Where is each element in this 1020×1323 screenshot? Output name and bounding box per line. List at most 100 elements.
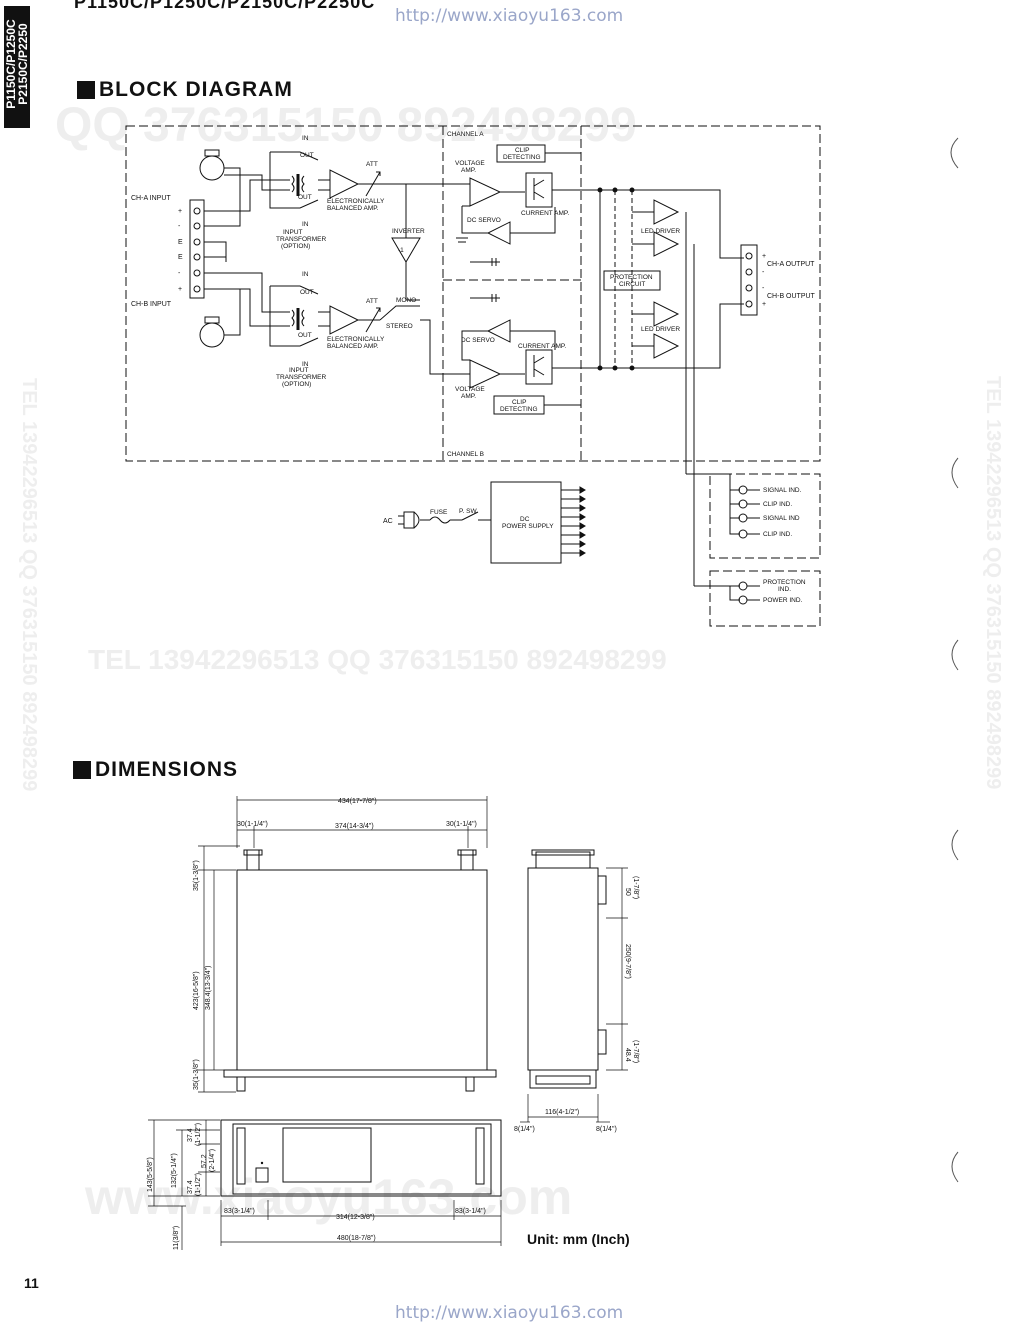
label-dc: DC	[520, 516, 530, 523]
label-clip-b-2: DETECTING	[500, 406, 538, 413]
label-e-b: E	[178, 254, 183, 261]
fuse-icon	[429, 516, 451, 524]
dim-30-right: 30(1-1/4")	[446, 821, 477, 828]
url-top-link[interactable]: http://www.xiaoyu163.com	[395, 6, 624, 26]
top-view-handle-left	[246, 849, 260, 871]
heading-square-icon	[73, 761, 91, 779]
ch-b-led-driver-1	[653, 301, 680, 327]
heading-square-icon	[77, 81, 95, 99]
indicator-box-1	[709, 473, 821, 559]
label-transformer-a-1: INPUT	[283, 229, 303, 236]
label-power-supply: POWER SUPPLY	[502, 523, 554, 530]
label-signal-ind-2: SIGNAL IND	[763, 515, 800, 522]
label-fuse: FUSE	[430, 509, 448, 516]
label-out-minus-b: -	[762, 285, 765, 292]
ch-a-current-amp	[525, 172, 553, 208]
label-voltage-amp-b-1: VOLTAGE	[455, 386, 485, 393]
dim-250: 250(9-7/8")	[624, 944, 631, 979]
label-voltage-amp-a-2: AMP.	[461, 167, 476, 174]
label-voltage-amp-b-2: AMP.	[461, 393, 476, 400]
side-view-body	[527, 867, 599, 1071]
label-voltage-amp-a-1: VOLTAGE	[455, 160, 485, 167]
label-clip-ind: CLIP IND.	[763, 501, 792, 508]
dim-314: 314(12-3/8")	[336, 1214, 375, 1221]
front-view-handle-left	[236, 1127, 246, 1185]
page-number: 11	[24, 1275, 39, 1291]
dim-143: 143(5-5/8")	[147, 1157, 154, 1192]
label-elec-amp-b-1: ELECTRONICALLY	[327, 336, 385, 343]
dim-37-bottom: 37.4	[187, 1180, 194, 1194]
label-out-b-bottom: OUT	[298, 332, 312, 339]
front-view-meter-window	[282, 1127, 372, 1183]
indicator-box-2	[709, 570, 821, 627]
dim-48: 48.4	[624, 1048, 631, 1062]
front-view-panel	[220, 1119, 502, 1197]
label-transformer-a-2: TRANSFORMER	[276, 236, 327, 243]
label-transformer-b-2: TRANSFORMER	[276, 374, 327, 381]
label-out-plus-a: +	[762, 253, 766, 260]
label-in-b-bottom: IN	[302, 361, 309, 368]
label-clip-a-1: CLIP	[515, 147, 529, 154]
ch-b-voltage-amp	[469, 359, 502, 389]
label-att-b: ATT	[366, 298, 378, 305]
block-diagram: CH-A INPUT CH-B INPUT + - E E - + IN OUT…	[125, 125, 821, 627]
label-ac: AC	[383, 518, 393, 525]
dim-83-right: 83(3-1/4")	[455, 1208, 486, 1215]
dim-374: 374(14-3/4")	[335, 823, 374, 830]
dimensions-drawing: 434(17-7/8") 30(1-1/4") 374(14-3/4") 30(…	[147, 796, 639, 1250]
dim-116: 116(4-1/2")	[545, 1109, 579, 1116]
label-in-a-top: IN	[302, 135, 309, 142]
unit-label: Unit: mm (Inch)	[527, 1231, 630, 1247]
label-protection-2: CIRCUIT	[619, 281, 645, 288]
label-power-ind: POWER IND.	[763, 597, 803, 604]
side-view-handle	[535, 851, 591, 869]
label-out-b-top: OUT	[300, 289, 314, 296]
label-inverter-symbol: -1	[398, 247, 404, 254]
ch-b-current-amp	[525, 349, 553, 385]
label-elec-amp-b-2: BALANCED AMP.	[327, 343, 379, 350]
label-in-b-top: IN	[302, 271, 309, 278]
label-minus-a: -	[178, 223, 181, 230]
dim-48-inch: (1-7/8")	[632, 1040, 639, 1063]
inverter-amp	[391, 237, 421, 263]
model-side-tab: P1150C/P1250C P2150C/P2250	[4, 6, 30, 128]
watermark-tel-qq-mid: TEL 13942296513 QQ 376315150 892498299	[88, 644, 667, 675]
label-protection-1: PROTECTION	[610, 274, 653, 281]
label-signal-ind: SIGNAL IND.	[763, 487, 802, 494]
dim-35-top: 35(1-3/8")	[193, 860, 200, 891]
output-terminal-block	[740, 244, 758, 316]
label-channel-b: CHANNEL B	[447, 451, 484, 458]
dim-57: 57.2	[201, 1154, 208, 1168]
power-switch-icon	[461, 511, 479, 521]
diagram-frame	[125, 125, 821, 462]
front-view-handle-right	[475, 1127, 485, 1185]
top-view-handle-right	[460, 849, 474, 871]
dim-57-inch: (2-1/4")	[209, 1149, 216, 1172]
url-bottom-link[interactable]: http://www.xiaoyu163.com	[395, 1303, 624, 1323]
dim-30-left: 30(1-1/4")	[237, 821, 268, 828]
label-in-a-bottom: IN	[302, 221, 309, 228]
label-protection-ind-2: IND.	[778, 586, 791, 593]
margin-marks	[950, 137, 959, 1183]
dim-37-bottom-inch: (1-1/2")	[195, 1173, 202, 1196]
dim-50-inch: (1-7/8")	[632, 876, 639, 899]
label-led-driver-a: LED DRIVER	[641, 228, 680, 235]
label-led-driver-b: LED DRIVER	[641, 326, 680, 333]
label-mono: MONO	[396, 297, 416, 304]
label-psw: P. SW.	[459, 508, 478, 515]
block-diagram-heading: BLOCK DIAGRAM	[77, 78, 293, 102]
label-current-amp-a: CURRENT AMP.	[521, 210, 569, 217]
ch-a-led-driver-1	[653, 199, 680, 225]
label-transformer-a-3: (OPTION)	[281, 243, 310, 250]
model-title: P1150C/P1250C/P2150C/P2250C	[74, 0, 376, 12]
ch-a-dc-servo	[486, 221, 511, 245]
label-ch-a-input: CH-A INPUT	[131, 195, 171, 202]
dc-power-supply	[490, 481, 562, 564]
dimensions-heading: DIMENSIONS	[73, 758, 238, 782]
ch-a-xlr-connector	[199, 155, 225, 181]
top-view-body	[236, 869, 488, 1071]
signal-ind-led-icon	[738, 485, 748, 495]
input-terminal-block	[189, 199, 205, 299]
label-stereo: STEREO	[386, 323, 413, 330]
label-current-amp-b: CURRENT AMP.	[518, 343, 566, 350]
